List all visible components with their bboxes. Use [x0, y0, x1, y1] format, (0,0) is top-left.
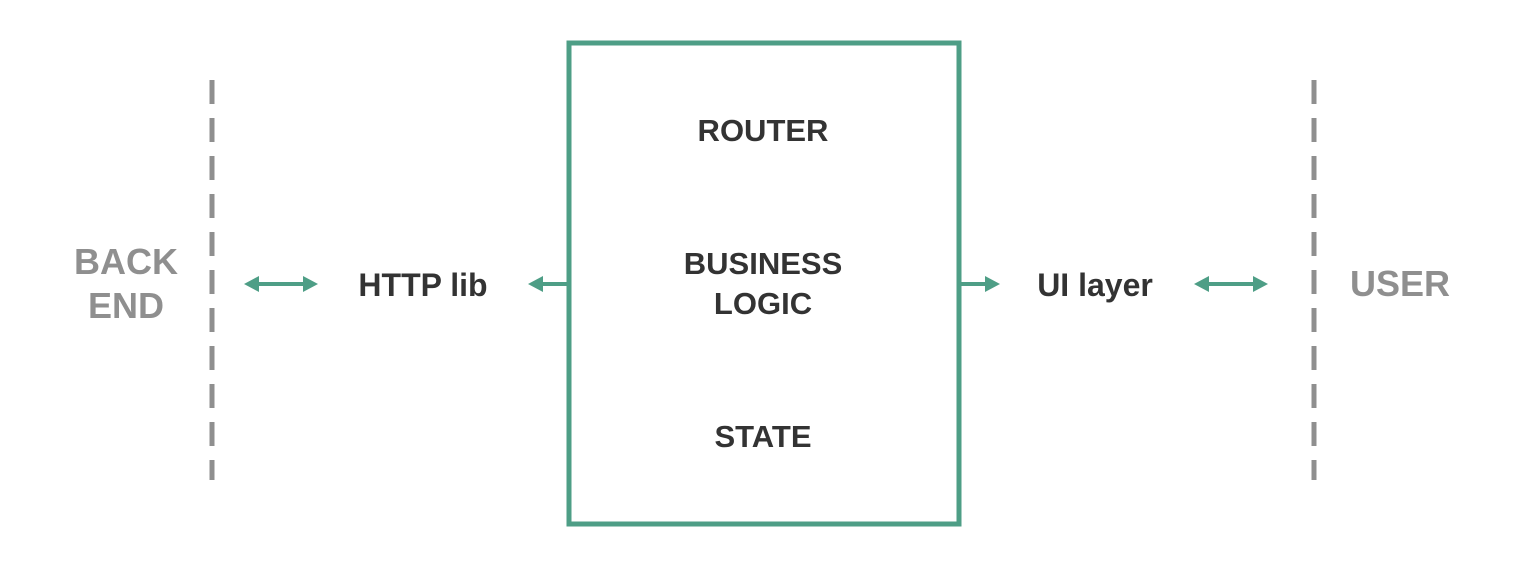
user-label: USER	[1349, 263, 1451, 304]
business-logic-label: BUSINESS LOGIC	[684, 244, 842, 324]
backend-label-line2: END	[87, 285, 164, 326]
backend-label: BACK END	[74, 240, 178, 328]
router-label: ROUTER	[697, 113, 829, 148]
business-logic-line2: LOGIC	[713, 286, 813, 321]
business-logic-line1: BUSINESS	[683, 246, 843, 281]
ui-layer-label: UI layer	[1037, 267, 1153, 303]
backend-label-line1: BACK	[74, 241, 178, 282]
http-lib-label: HTTP lib	[358, 267, 488, 303]
backend-http-double-arrow	[244, 276, 318, 292]
state-label: STATE	[714, 419, 812, 454]
ui-user-double-arrow	[1194, 276, 1268, 292]
core-to-http-arrow	[528, 276, 569, 292]
core-to-ui-arrow	[959, 276, 1000, 292]
